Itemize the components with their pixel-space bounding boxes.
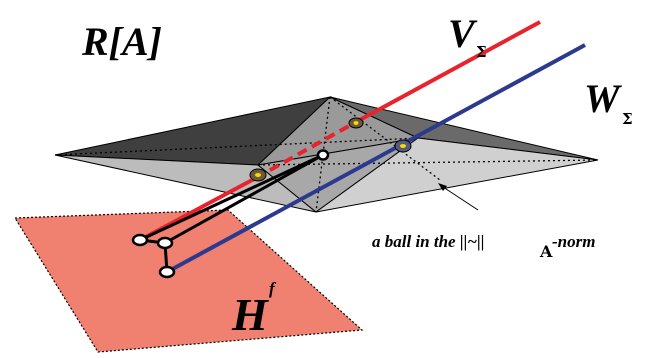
line-w-sigma — [166, 43, 586, 274]
svg-text:W: W — [584, 76, 622, 121]
svg-text:V: V — [448, 11, 478, 56]
svg-text:Σ: Σ — [476, 43, 487, 61]
label-plane-hf: H f — [231, 279, 277, 340]
points — [131, 149, 330, 279]
ball-pointer-arrow — [438, 183, 479, 211]
svg-text:A: A — [539, 242, 553, 261]
label-v-sigma: V Σ — [448, 11, 487, 61]
plane-hf — [13, 209, 364, 353]
label-w-sigma: W Σ — [584, 76, 633, 128]
intersection-markers — [249, 117, 412, 182]
svg-text:a ball in the ||~||: a ball in the ||~|| — [372, 232, 485, 251]
label-ball-norm: a ball in the ||~|| A -norm — [372, 232, 595, 261]
svg-text:f: f — [269, 279, 277, 298]
svg-text:Σ: Σ — [622, 110, 633, 128]
svg-text:H: H — [231, 289, 269, 340]
svg-text:-norm: -norm — [552, 232, 595, 251]
label-ring: R[A] — [81, 19, 162, 64]
